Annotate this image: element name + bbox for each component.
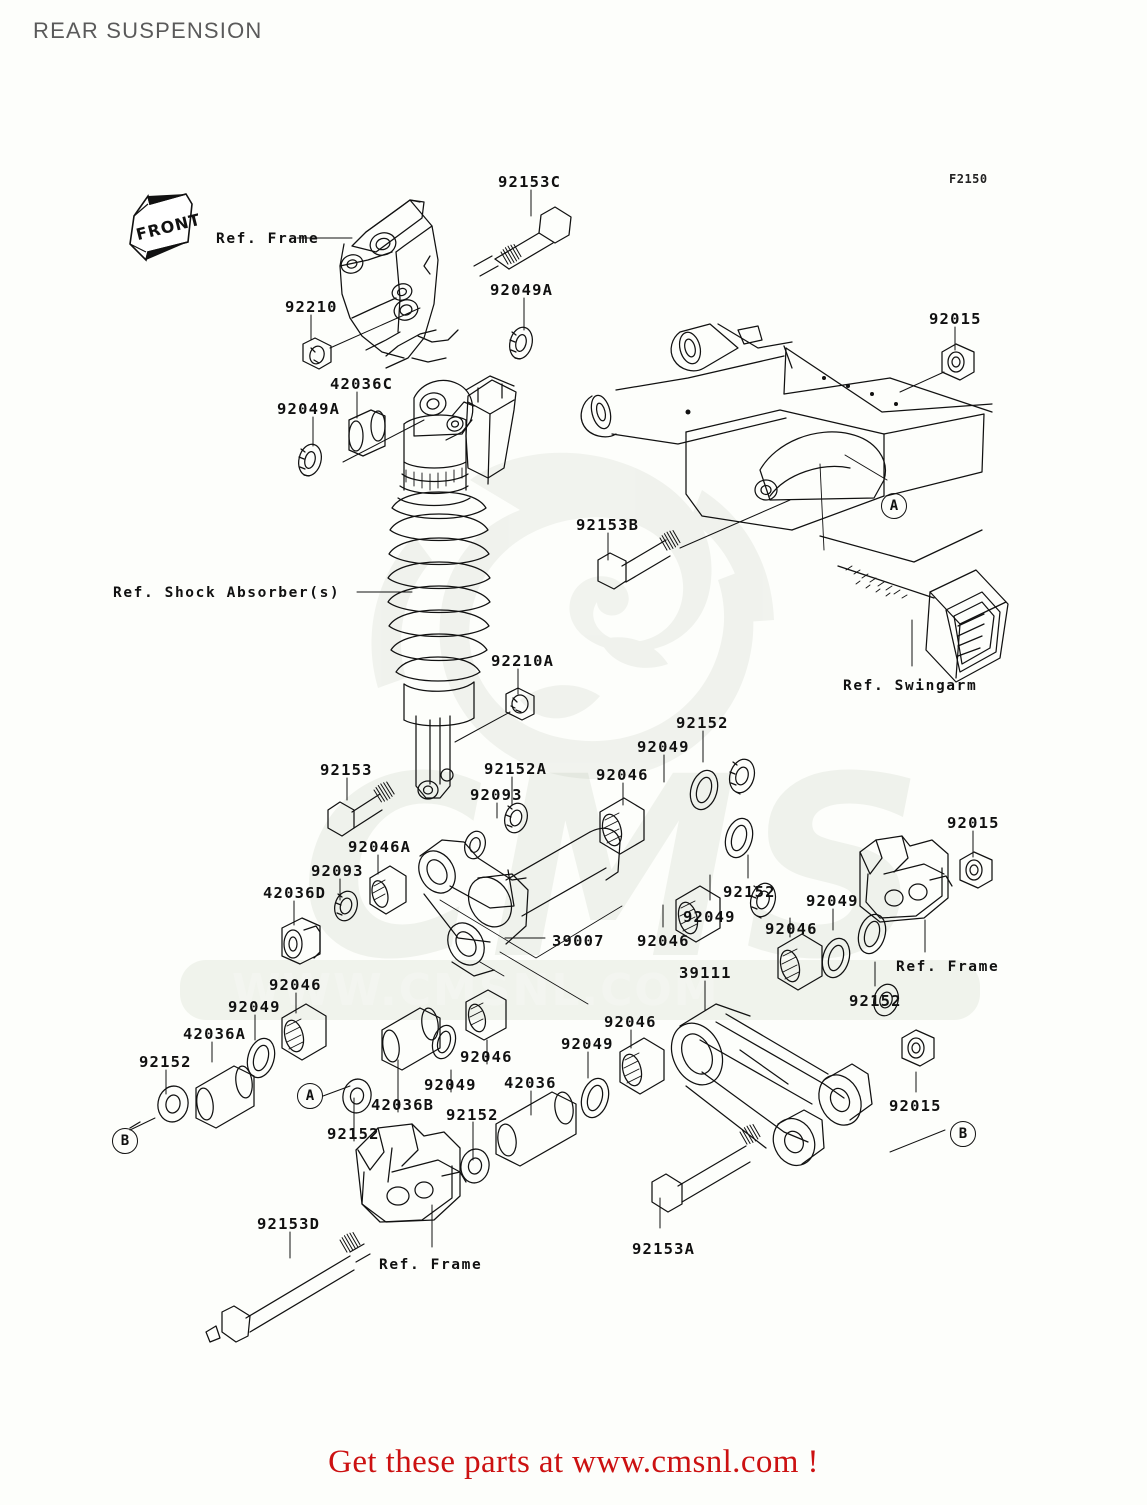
part-number-92046A[interactable]: 92046A (348, 838, 412, 856)
page-title: REAR SUSPENSION (33, 18, 263, 43)
part-number-92015[interactable]: 92015 (929, 310, 982, 328)
part-number-92015[interactable]: 92015 (889, 1097, 942, 1115)
part-number-92049[interactable]: 92049 (806, 892, 859, 910)
part-number-92049[interactable]: 92049 (683, 908, 736, 926)
front-arrow-icon: FRONT (126, 186, 203, 266)
callout-B-right: B (950, 1121, 976, 1147)
part-number-92049[interactable]: 92049 (637, 738, 690, 756)
callout-A-bottom: A (297, 1083, 323, 1109)
part-number-92046[interactable]: 92046 (637, 932, 690, 950)
part-number-92153B[interactable]: 92153B (576, 516, 640, 534)
part-number-92210[interactable]: 92210 (285, 298, 338, 316)
part-number-42036B[interactable]: 42036B (371, 1096, 435, 1114)
part-number-92046[interactable]: 92046 (269, 976, 322, 994)
part-number-42036[interactable]: 42036 (504, 1074, 557, 1092)
part-number-92152[interactable]: 92152 (446, 1106, 499, 1124)
part-number-92093[interactable]: 92093 (311, 862, 364, 880)
part-number-42036D[interactable]: 42036D (263, 884, 327, 902)
part-number-92015[interactable]: 92015 (947, 814, 1000, 832)
part-number-92152[interactable]: 92152 (723, 883, 776, 901)
part-number-92093[interactable]: 92093 (470, 786, 523, 804)
part-number-42036C[interactable]: 42036C (330, 375, 394, 393)
part-number-92049[interactable]: 92049 (228, 998, 281, 1016)
part-number-42036A[interactable]: 42036A (183, 1025, 247, 1043)
part-number-92153A[interactable]: 92153A (632, 1240, 696, 1258)
ref-frame-right: Ref. Frame (896, 959, 1000, 975)
part-number-92152[interactable]: 92152 (139, 1053, 192, 1071)
part-number-92210A[interactable]: 92210A (491, 652, 555, 670)
part-number-39111[interactable]: 39111 (679, 964, 732, 982)
part-number-92046[interactable]: 92046 (460, 1048, 513, 1066)
part-number-92153[interactable]: 92153 (320, 761, 373, 779)
part-number-92152A[interactable]: 92152A (484, 760, 548, 778)
ref-swingarm: Ref. Swingarm (843, 678, 978, 694)
part-number-92046[interactable]: 92046 (604, 1013, 657, 1031)
part-number-92152[interactable]: 92152 (849, 992, 902, 1010)
part-number-92049A[interactable]: 92049A (490, 281, 554, 299)
ref-shock-absorber: Ref. Shock Absorber(s) (113, 585, 341, 601)
part-number-92152[interactable]: 92152 (676, 714, 729, 732)
part-number-92046[interactable]: 92046 (596, 766, 649, 784)
ref-frame-bottom: Ref. Frame (379, 1257, 483, 1273)
part-number-39007[interactable]: 39007 (552, 932, 605, 950)
ref-frame-top: Ref. Frame (216, 231, 320, 247)
callout-B-left: B (112, 1128, 138, 1154)
part-number-92152[interactable]: 92152 (327, 1125, 380, 1143)
part-number-92153D[interactable]: 92153D (257, 1215, 321, 1233)
part-number-92046[interactable]: 92046 (765, 920, 818, 938)
sheet-code: F2150 (949, 172, 988, 186)
part-number-92049[interactable]: 92049 (424, 1076, 477, 1094)
part-number-92049A[interactable]: 92049A (277, 400, 341, 418)
callout-A-right: A (881, 493, 907, 519)
footer-promo-text: Get these parts at www.cmsnl.com ! (328, 1444, 819, 1480)
part-number-92153C[interactable]: 92153C (498, 173, 562, 191)
part-number-92049[interactable]: 92049 (561, 1035, 614, 1053)
